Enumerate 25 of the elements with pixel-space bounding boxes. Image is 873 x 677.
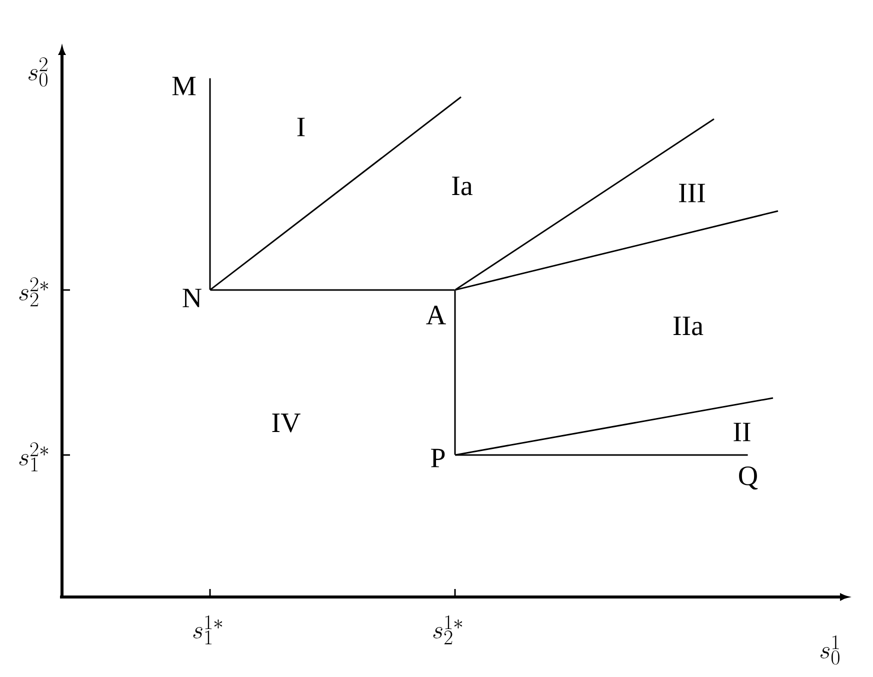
axis-label: $s_2^{2*}$ bbox=[19, 277, 48, 306]
point-label: N bbox=[182, 288, 202, 308]
boundary-line bbox=[455, 454, 748, 456]
region-label: I bbox=[297, 118, 305, 136]
point-label: P bbox=[431, 448, 445, 468]
region-label: II bbox=[734, 422, 750, 442]
point-label: Q bbox=[739, 466, 758, 490]
axis-label: $s_0^2$ bbox=[28, 57, 48, 87]
boundary-line bbox=[209, 78, 211, 290]
boundary-line bbox=[210, 96, 462, 290]
region-label: III bbox=[679, 184, 705, 202]
region-label: IIa bbox=[673, 316, 704, 336]
axis-label: $s_1^{2*}$ bbox=[19, 442, 48, 472]
boundary-line bbox=[210, 289, 455, 291]
boundary-line bbox=[455, 397, 774, 456]
boundary-line bbox=[454, 118, 714, 290]
point-label: A bbox=[426, 306, 446, 324]
region-label: IV bbox=[272, 414, 300, 432]
axis-label: $s_1^{1*}$ bbox=[193, 615, 222, 644]
boundary-line bbox=[454, 290, 456, 455]
axis-label: $s_0^1$ bbox=[820, 635, 840, 665]
point-label: M bbox=[172, 76, 196, 96]
axis-label: $s_2^{1*}$ bbox=[433, 615, 462, 644]
region-label: Ia bbox=[452, 176, 472, 196]
boundary-line bbox=[455, 210, 778, 291]
